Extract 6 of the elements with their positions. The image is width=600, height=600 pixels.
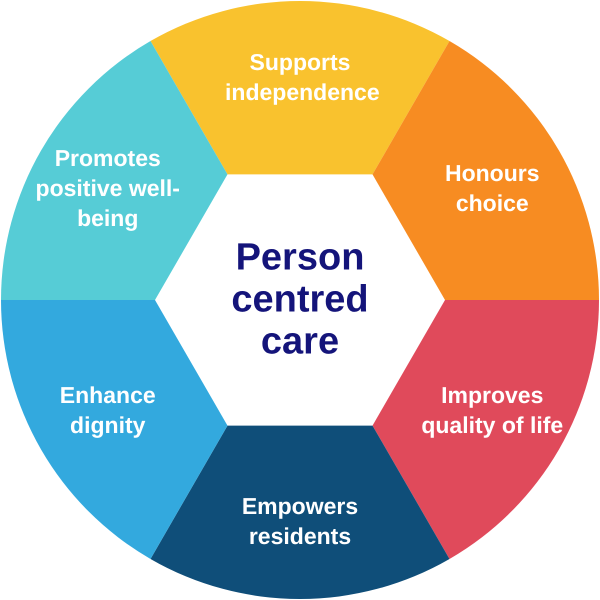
segment-label: Improves quality of life (420, 381, 564, 440)
segment-label: Enhance dignity (58, 381, 157, 440)
segment-label: Empowers residents (240, 492, 360, 551)
segment-label: Honours choice (444, 159, 541, 218)
segment-label: Promotes positive well-being (34, 144, 181, 233)
center-title: Person centred care (230, 237, 370, 363)
